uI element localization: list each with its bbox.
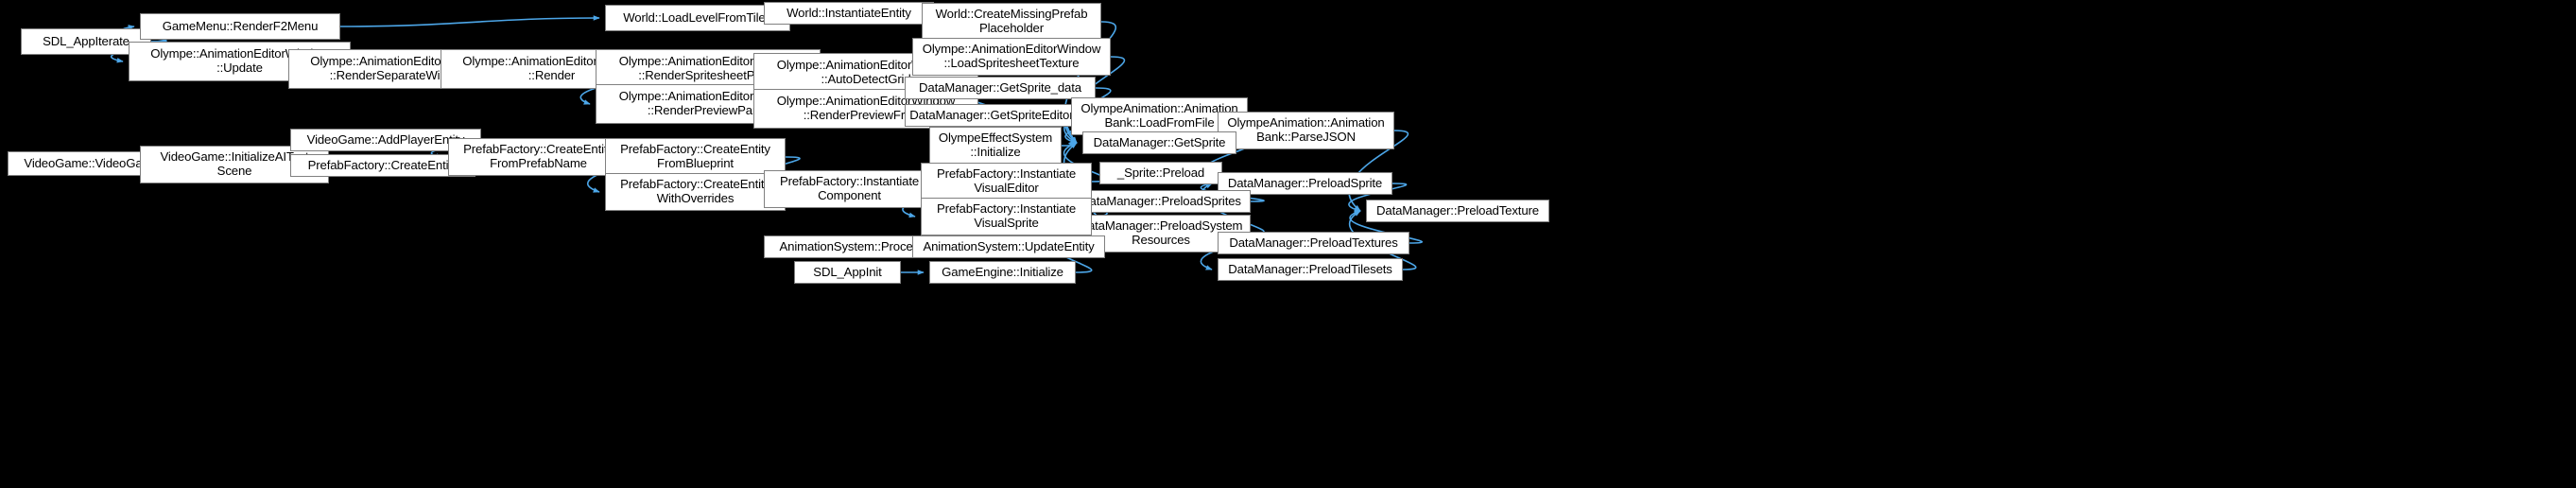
graph-node-label: PrefabFactory::CreateEntity FromBlueprin… <box>620 142 770 170</box>
graph-node-world_createmissingprefab[interactable]: World::CreateMissingPrefab Placeholder <box>922 3 1101 41</box>
graph-node-label: PrefabFactory::Instantiate Component <box>779 174 920 202</box>
graph-node-label: World::LoadLevelFromTiled <box>623 9 772 25</box>
graph-node-label: PrefabFactory::Instantiate VisualEditor <box>936 166 1077 195</box>
graph-node-label: DataManager::PreloadTextures <box>1229 235 1398 250</box>
graph-node-label: DataManager::PreloadTilesets <box>1228 261 1392 276</box>
graph-node-olympeanim_bank_parsejson[interactable]: OlympeAnimation::Animation Bank::ParseJS… <box>1218 112 1394 149</box>
graph-node-label: DataManager::PreloadSprites <box>1081 193 1241 208</box>
graph-node-label: VideoGame::InitializeAITest Scene <box>160 149 309 178</box>
graph-node-animationsystem_process[interactable]: AnimationSystem::Process <box>764 235 941 258</box>
graph-node-label: DataManager::GetSprite_data <box>919 79 1081 95</box>
graph-node-dm_preloadtextures[interactable]: DataManager::PreloadTextures <box>1218 232 1409 254</box>
graph-node-label: PrefabFactory::Instantiate VisualSprite <box>936 201 1077 230</box>
graph-node-label: GameMenu::RenderF2Menu <box>162 18 319 33</box>
graph-node-label: VideoGame::VideoGame <box>24 155 160 170</box>
graph-node-olympeeffectsystem_init[interactable]: OlympeEffectSystem ::Initialize <box>929 127 1062 165</box>
graph-node-gameengine_initialize[interactable]: GameEngine::Initialize <box>929 261 1076 284</box>
graph-node-pf_createentityfromblueprint[interactable]: PrefabFactory::CreateEntity FromBlueprin… <box>605 138 786 176</box>
graph-node-label: OlympeAnimation::Animation Bank::LoadFro… <box>1081 101 1238 130</box>
graph-node-dm_preloadtexture[interactable]: DataManager::PreloadTexture <box>1366 200 1549 222</box>
graph-node-label: PrefabFactory::CreateEntity <box>307 157 458 172</box>
graph-node-label: AnimationSystem::Process <box>779 238 925 253</box>
graph-node-label: DataManager::GetSprite <box>1093 134 1226 149</box>
graph-node-label: PrefabFactory::CreateEntity WithOverride… <box>620 177 770 205</box>
graph-node-animationsystem_updateentity[interactable]: AnimationSystem::UpdateEntity <box>912 235 1105 258</box>
graph-node-label: World::CreateMissingPrefab Placeholder <box>935 7 1088 35</box>
graph-node-label: World::InstantiateEntity <box>787 5 911 20</box>
graph-edge-olympeeffectsystem_init-to-dm_getsprite <box>1061 140 1078 147</box>
graph-node-label: GameEngine::Initialize <box>942 264 1063 279</box>
graph-node-pf_instantiatecomponent[interactable]: PrefabFactory::Instantiate Component <box>764 170 935 208</box>
graph-node-label: AnimationSystem::UpdateEntity <box>923 238 1095 253</box>
graph-node-videogame_initializeaitest[interactable]: VideoGame::InitializeAITest Scene <box>140 146 329 183</box>
graph-node-label: Olympe::AnimationEditorWindow ::Update <box>150 46 329 75</box>
graph-node-dm_preloadtilesets[interactable]: DataManager::PreloadTilesets <box>1218 258 1403 281</box>
graph-node-label: SDL_AppInit <box>813 264 882 279</box>
graph-node-sprite_preload[interactable]: _Sprite::Preload <box>1099 162 1222 184</box>
graph-node-gamemenu_renderf2menu[interactable]: GameMenu::RenderF2Menu <box>140 13 340 40</box>
graph-node-label: VideoGame::AddPlayerEntity <box>306 131 465 147</box>
graph-node-sdl_appinit[interactable]: SDL_AppInit <box>794 261 901 284</box>
graph-node-label: OlympeAnimation::Animation Bank::ParseJS… <box>1227 115 1385 144</box>
graph-node-label: _Sprite::Preload <box>1116 165 1205 180</box>
graph-node-label: SDL_AppIterate <box>43 33 130 48</box>
graph-node-dm_getsprite[interactable]: DataManager::GetSprite <box>1082 131 1236 154</box>
graph-node-pf_instantiatevisualsprite[interactable]: PrefabFactory::Instantiate VisualSprite <box>921 198 1092 235</box>
graph-node-pf_createentityfromprefabname[interactable]: PrefabFactory::CreateEntity FromPrefabNa… <box>448 138 629 176</box>
graph-node-aew_loadspritesheettexture[interactable]: Olympe::AnimationEditorWindow ::LoadSpri… <box>912 38 1111 76</box>
graph-node-label: DataManager::PreloadTexture <box>1376 202 1539 218</box>
graph-node-dm_getsprite_data[interactable]: DataManager::GetSprite_data <box>905 77 1096 99</box>
graph-node-label: DataManager::PreloadSprite <box>1227 175 1383 190</box>
graph-node-pf_instantiatevisualeditor[interactable]: PrefabFactory::Instantiate VisualEditor <box>921 163 1092 200</box>
graph-node-world_instantiateentity[interactable]: World::InstantiateEntity <box>764 2 934 25</box>
graph-node-pf_createentitywithoverrides[interactable]: PrefabFactory::CreateEntity WithOverride… <box>605 173 786 211</box>
graph-node-label: Olympe::AnimationEditorWindow ::LoadSpri… <box>922 42 1101 70</box>
graph-node-label: PrefabFactory::CreateEntity FromPrefabNa… <box>463 142 614 170</box>
graph-node-dm_preloadsprites[interactable]: DataManager::PreloadSprites <box>1071 190 1251 213</box>
graph-edge-gamemenu_renderf2menu-to-world_loadlevelfromtiled <box>339 15 600 27</box>
graph-node-label: OlympeEffectSystem ::Initialize <box>938 131 1053 159</box>
graph-node-world_loadlevelfromtiled[interactable]: World::LoadLevelFromTiled <box>605 5 790 31</box>
